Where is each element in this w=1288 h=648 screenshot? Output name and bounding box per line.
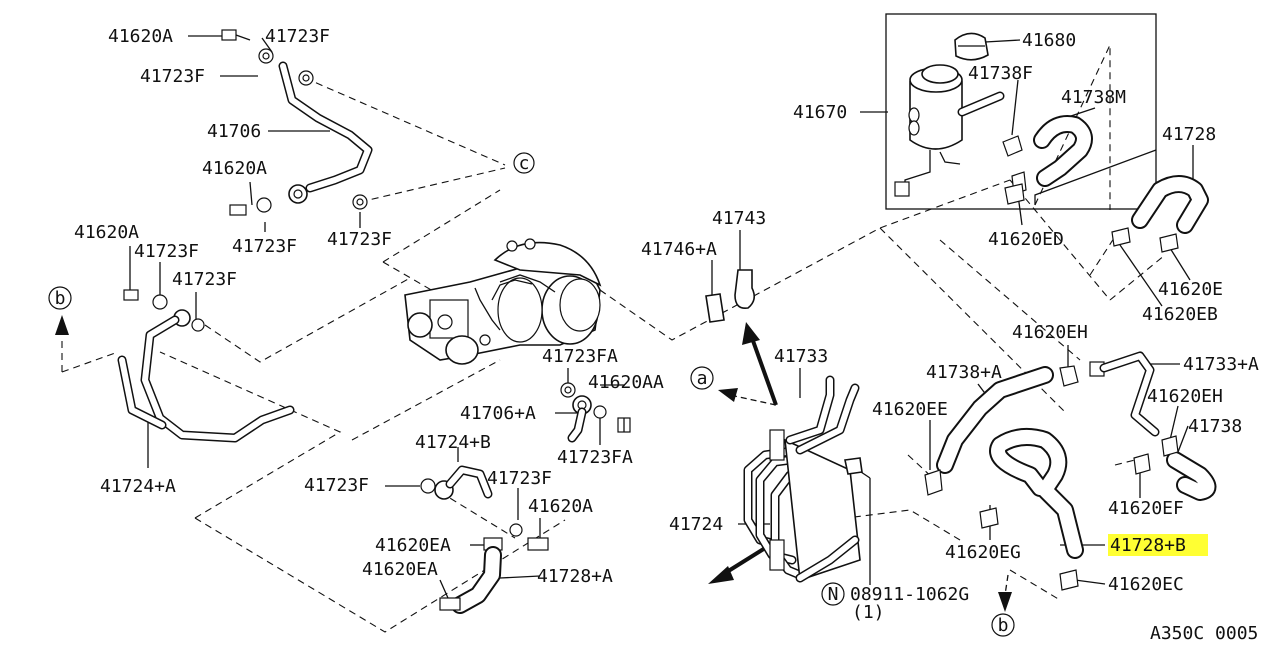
part-label[interactable]: 41620EH xyxy=(1147,386,1223,407)
part-label[interactable]: 41723FA xyxy=(542,346,618,367)
part-label[interactable]: 41620AA xyxy=(588,372,664,393)
ref-marker-b-right: b xyxy=(991,613,1015,637)
part-label[interactable]: 41733 xyxy=(774,346,828,367)
arrow-icon xyxy=(55,315,1012,612)
part-label[interactable]: 41723F xyxy=(232,236,297,257)
hose-41738 xyxy=(1133,435,1217,501)
svg-text:c: c xyxy=(519,153,530,174)
part-label[interactable]: 41724+B xyxy=(415,432,491,453)
part-label[interactable]: 41733+A xyxy=(1183,354,1259,375)
part-label[interactable]: 41743 xyxy=(712,208,766,229)
part-label[interactable]: 41738F xyxy=(968,63,1033,84)
part-label[interactable]: 41620EG xyxy=(945,542,1021,563)
pipe-41724B-parts xyxy=(420,465,549,614)
hose-41733A xyxy=(1089,351,1160,437)
part-label[interactable]: 41706 xyxy=(207,121,261,142)
power-steering-pump xyxy=(404,238,602,365)
part-label[interactable]: 41680 xyxy=(1022,30,1076,51)
pipe-41724A xyxy=(117,289,295,443)
oil-cooler-41724 xyxy=(743,375,863,583)
highlight-box xyxy=(1108,534,1208,556)
hose-41728 xyxy=(1111,175,1209,253)
pipe-41706A-parts xyxy=(560,382,631,443)
part-label[interactable]: 41620EC xyxy=(1108,574,1184,595)
svg-text:b: b xyxy=(55,288,66,309)
leader-lines xyxy=(129,35,1194,599)
part-label[interactable]: 41620A xyxy=(202,158,267,179)
part-label[interactable]: 41620EA xyxy=(362,559,438,580)
reservoir-cap xyxy=(954,32,989,61)
part-label[interactable]: 41723F xyxy=(172,269,237,290)
part-label[interactable]: 41620EA xyxy=(375,535,451,556)
svg-text:a: a xyxy=(697,368,708,389)
part-label[interactable]: 41620EF xyxy=(1108,498,1184,519)
hose-41728B xyxy=(979,427,1084,591)
part-label[interactable]: 41723F xyxy=(327,229,392,250)
part-label[interactable]: 41620ED xyxy=(988,229,1064,250)
part-label[interactable]: 41746+A xyxy=(641,239,717,260)
part-label[interactable]: 41723F xyxy=(304,475,369,496)
ref-marker-b-left: b xyxy=(48,286,72,310)
svg-text:b: b xyxy=(998,615,1009,636)
part-label[interactable]: 41723F xyxy=(140,66,205,87)
svg-text:N: N xyxy=(828,584,839,605)
part-label[interactable]: 41723F xyxy=(265,26,330,47)
part-label[interactable]: 41620A xyxy=(108,26,173,47)
part-label[interactable]: 41738M xyxy=(1061,87,1126,108)
part-label[interactable]: 41620EH xyxy=(1012,322,1088,343)
ref-marker-n: N xyxy=(821,582,845,606)
part-label[interactable]: 41728 xyxy=(1162,124,1216,145)
diagram-code: A350C 0005 xyxy=(1150,623,1258,644)
part-label[interactable]: 41728+A xyxy=(537,566,613,587)
part-label[interactable]: 41620EB xyxy=(1142,304,1218,325)
part-labels: 41620A 41723F 41723F 41706 41620A 41723F… xyxy=(74,26,1259,644)
part-label-highlighted[interactable]: 41728+B xyxy=(1110,535,1186,556)
part-label[interactable]: 41620E xyxy=(1158,279,1223,300)
part-label[interactable]: 41620A xyxy=(74,222,139,243)
part-label[interactable]: 41620EE xyxy=(872,399,948,420)
bracket-41743 xyxy=(705,269,756,323)
part-label[interactable]: 41724 xyxy=(669,514,723,535)
hose-41738M xyxy=(1033,115,1093,187)
pipe-41706 xyxy=(221,29,373,216)
part-label[interactable]: 41724+A xyxy=(100,476,176,497)
hose-41738A xyxy=(924,365,1079,496)
part-label[interactable]: 41670 xyxy=(793,102,847,123)
reservoir-tank xyxy=(894,64,1005,197)
part-label[interactable]: 41723F xyxy=(134,241,199,262)
ref-marker-c: c xyxy=(513,152,535,174)
part-label[interactable]: 08911-1062G xyxy=(850,584,969,605)
part-label[interactable]: 41706+A xyxy=(460,403,536,424)
part-label[interactable]: 41738+A xyxy=(926,362,1002,383)
reservoir-assembly xyxy=(885,13,1157,210)
part-label[interactable]: 41620A xyxy=(528,496,593,517)
clamp-41620ED xyxy=(1004,183,1025,205)
ref-marker-a: a xyxy=(690,366,714,390)
part-label[interactable]: 41738 xyxy=(1188,416,1242,437)
part-label[interactable]: 41723FA xyxy=(557,447,633,468)
part-label-quantity: (1) xyxy=(852,602,885,623)
part-label[interactable]: 41723F xyxy=(487,468,552,489)
